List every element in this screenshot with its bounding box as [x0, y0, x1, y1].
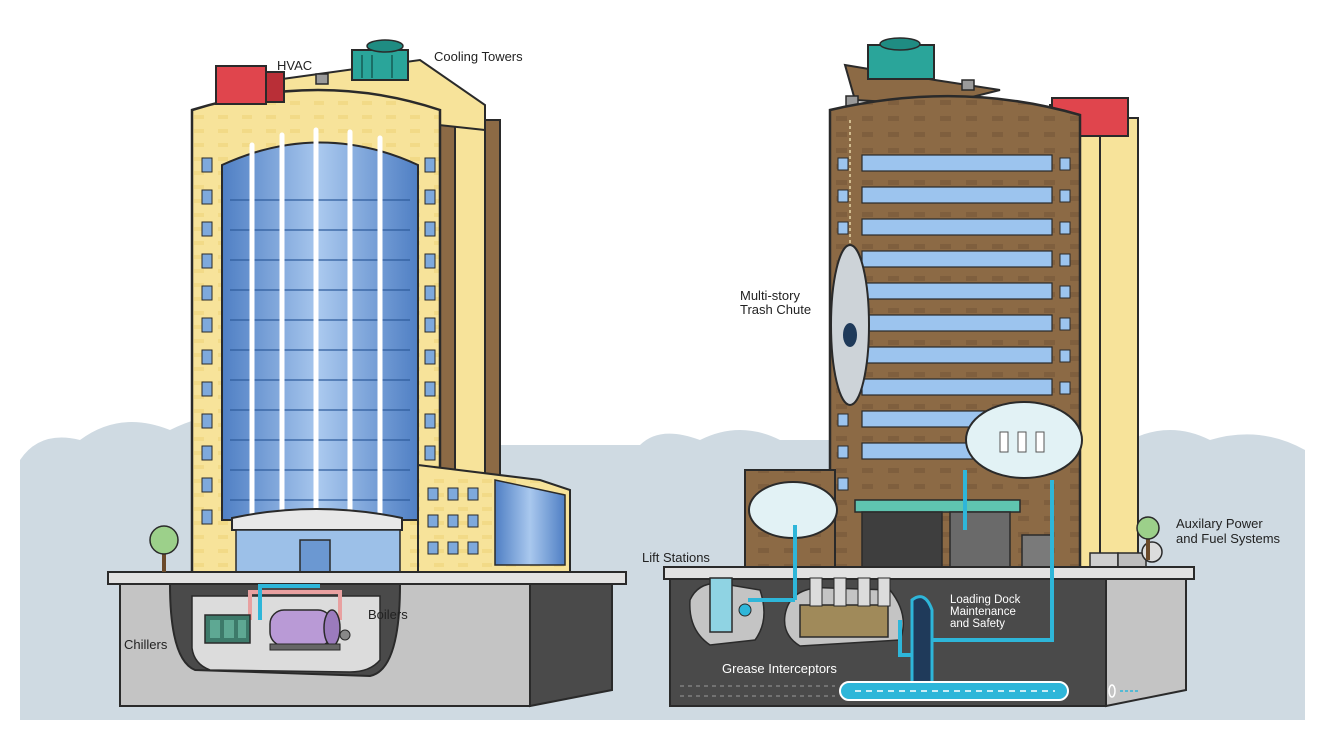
tree-icon	[149, 525, 179, 572]
trash-chute-label-line1: Multi-story	[740, 288, 800, 303]
hvac-label: HVAC	[277, 58, 313, 73]
chiller-icon	[204, 614, 251, 644]
loading-dock-label-line3: and Safety	[950, 618, 1005, 630]
tree-icon	[1136, 516, 1160, 560]
trash-chute-label-line2: Trash Chute	[740, 302, 812, 317]
auxiliary-label-line2: and Fuel Systems	[1176, 531, 1281, 546]
cooling-towers-label: Cooling Towers	[434, 49, 523, 64]
trash-chute-icon	[830, 120, 870, 406]
loading-dock-label-line2: Maintenance	[950, 606, 1016, 618]
right-ground	[663, 470, 1195, 708]
lift-station-icon	[689, 577, 765, 646]
loading-dock-label-line1: Loading Dock	[950, 594, 1021, 606]
lift-stations-label: Lift Stations	[642, 550, 710, 565]
right-building	[744, 37, 1163, 572]
cooling-tower-icon	[351, 39, 409, 81]
left-ground	[107, 525, 627, 708]
grease-interceptors-label: Grease Interceptors	[722, 661, 837, 676]
cooling-tower-icon	[867, 37, 935, 80]
loading-dock	[854, 499, 1053, 571]
fuel-tank-icon	[1141, 541, 1163, 563]
boiler-icon	[269, 609, 351, 651]
chillers-label: Chillers	[124, 637, 168, 652]
hvac-unit-icon	[215, 65, 285, 105]
restroom-callout	[965, 401, 1083, 479]
left-building	[190, 39, 571, 577]
grease-interceptor-icon	[783, 577, 905, 647]
boilers-label: Boilers	[368, 607, 408, 622]
auxiliary-label-line1: Auxilary Power	[1176, 516, 1263, 531]
